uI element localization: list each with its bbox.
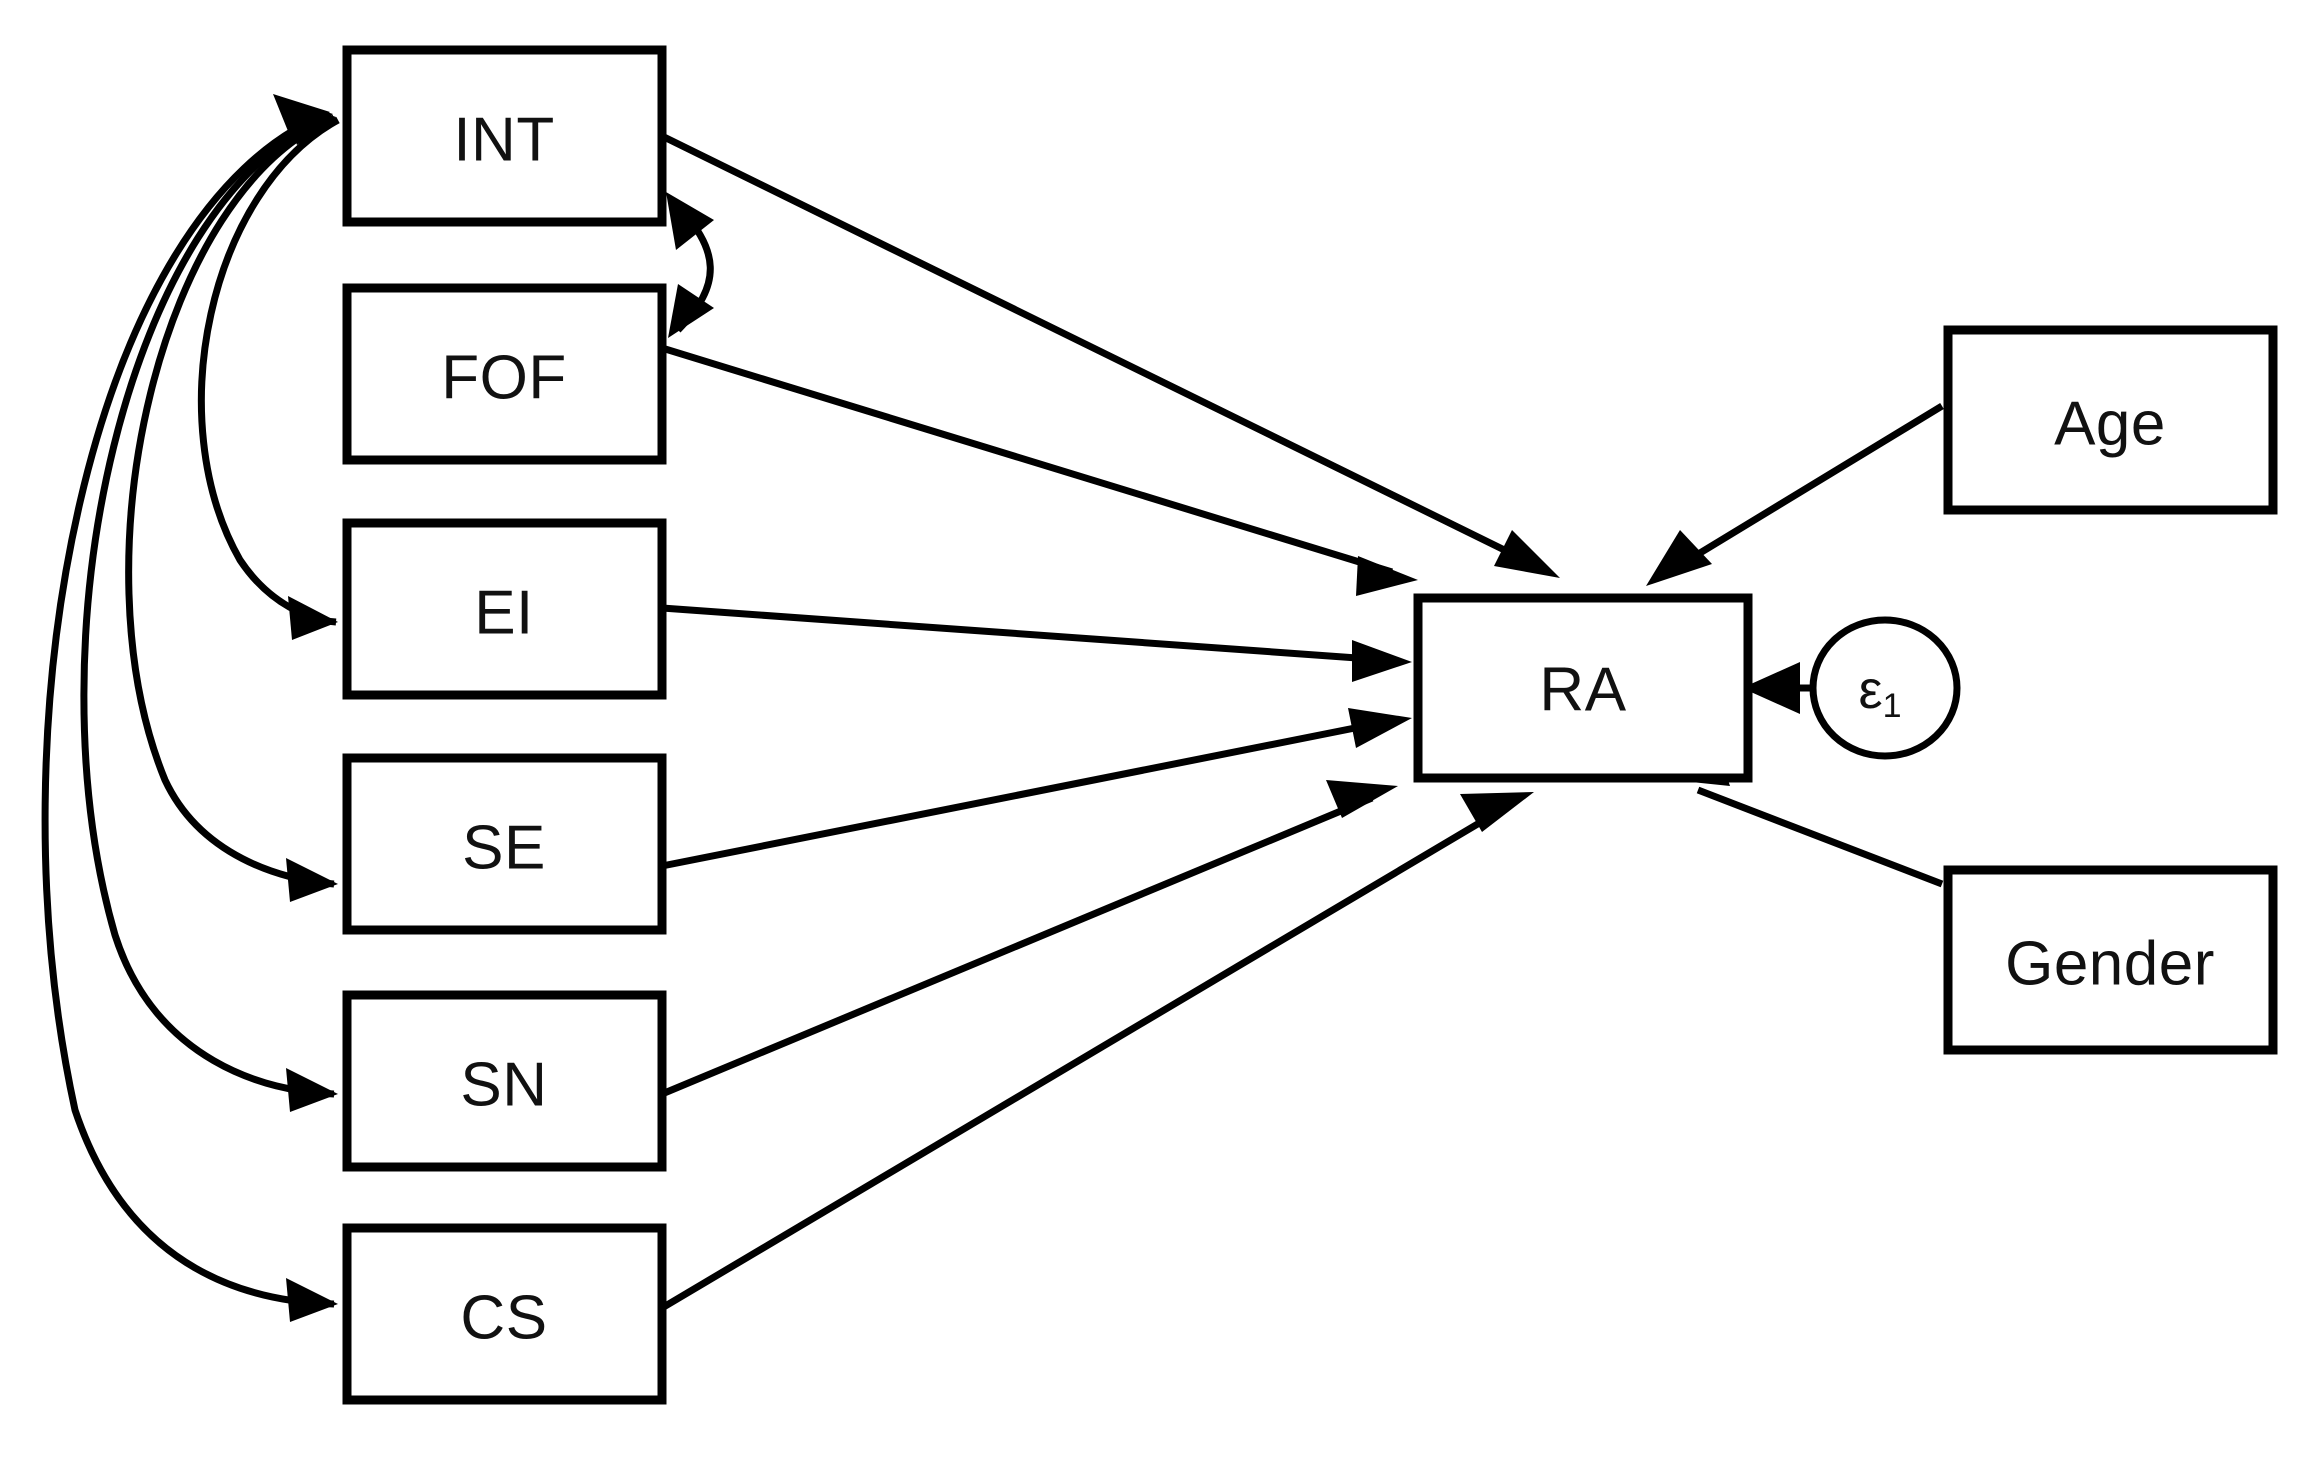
node-ra-box[interactable] — [1413, 593, 1753, 783]
path-se-to-ra — [661, 708, 1412, 870]
path-fof-to-ra — [660, 344, 1418, 596]
node-se[interactable]: SE — [342, 753, 667, 935]
path-cs-to-ra — [660, 792, 1534, 1312]
node-int-label: INT — [453, 106, 554, 175]
node-gender-box[interactable] — [1943, 865, 2278, 1055]
node-int[interactable]: INT — [342, 45, 667, 227]
correlation-arc-int-fof — [666, 192, 714, 338]
node-ei-box[interactable] — [342, 518, 667, 700]
node-fof-label: FOF — [441, 344, 566, 413]
arrowhead-int-fof-top — [666, 192, 714, 250]
error-epsilon-glyph: ε — [1859, 660, 1883, 720]
node-int-box[interactable] — [342, 45, 667, 227]
node-age-box[interactable] — [1943, 325, 2278, 515]
node-error-circle[interactable] — [1809, 616, 1961, 760]
path-ei-to-ra — [661, 604, 1412, 682]
node-age[interactable]: Age — [1943, 325, 2278, 515]
error-subscript: 1 — [1883, 687, 1902, 725]
path-sn-to-ra — [660, 780, 1398, 1098]
node-error-term-e1[interactable]: ε1 — [1809, 616, 1961, 760]
node-sn-box[interactable] — [342, 990, 667, 1172]
node-age-label: Age — [2054, 390, 2166, 459]
correlation-arc-int-se — [125, 98, 338, 902]
node-gender-label: Gender — [2005, 930, 2215, 999]
node-gender[interactable]: Gender — [1943, 865, 2278, 1055]
node-cs[interactable]: CS — [342, 1223, 667, 1405]
node-cs-box[interactable] — [342, 1223, 667, 1405]
arrowhead-cs-ra — [1460, 792, 1534, 832]
arrowhead-se-ra — [1348, 708, 1412, 748]
node-se-label: SE — [462, 814, 546, 883]
arrowhead-int-cs-bottom — [286, 1278, 338, 1322]
correlation-arc-int-ei — [197, 100, 340, 640]
regression-path-group — [660, 132, 1944, 1312]
arrowhead-int-fof-bottom — [668, 284, 714, 338]
node-ra[interactable]: RA — [1413, 593, 1753, 783]
node-fof-box[interactable] — [342, 283, 667, 465]
node-cs-label: CS — [460, 1284, 547, 1353]
path-error-to-ra — [1742, 662, 1812, 714]
path-age-to-ra — [1646, 403, 1944, 586]
correlation-arc-group — [41, 94, 714, 1322]
correlation-arc-int-cs — [41, 94, 338, 1322]
node-ei[interactable]: EI — [342, 518, 667, 700]
arrowhead-int-sn-bottom — [286, 1068, 338, 1112]
node-fof[interactable]: FOF — [342, 283, 667, 465]
node-se-box[interactable] — [342, 753, 667, 935]
arrowhead-int-cs-top — [273, 94, 330, 141]
node-sn[interactable]: SN — [342, 990, 667, 1172]
path-int-to-ra — [660, 132, 1560, 578]
arrowhead-int-ra — [1494, 530, 1560, 578]
node-ra-label: RA — [1539, 656, 1626, 725]
arrowhead-int-ei-bottom — [288, 596, 338, 640]
arrowhead-fof-ra — [1356, 556, 1418, 596]
arrowhead-int-se-bottom — [286, 858, 338, 902]
arrowhead-sn-ra — [1326, 780, 1398, 818]
node-sn-label: SN — [460, 1051, 547, 1120]
arrowhead-ei-ra — [1352, 640, 1412, 682]
arrowhead-age-ra — [1646, 530, 1712, 586]
node-ei-label: EI — [474, 579, 534, 648]
arrowhead-error-ra — [1742, 662, 1800, 714]
node-error-label: ε1 — [1859, 660, 1902, 725]
